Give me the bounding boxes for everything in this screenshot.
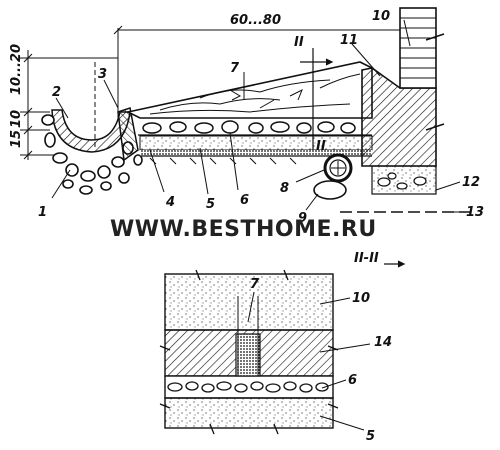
callout-6: 6 [240, 193, 249, 208]
cross-section: 10...20 10 15 60...80 [9, 7, 484, 226]
footing-pebbles [377, 172, 427, 190]
expansion-joint [235, 333, 261, 377]
left-dimensions [20, 50, 118, 160]
section-layer-5 [164, 397, 334, 429]
callout-leaders [51, 19, 464, 213]
callout-13: 13 [466, 205, 484, 220]
dim-10-label: 10 [9, 110, 24, 128]
joint-guides [237, 296, 259, 376]
compacted-base [140, 150, 372, 156]
section-view: II-II [159, 251, 406, 444]
callout-10: 10 [372, 9, 390, 24]
dim-10-20-label: 10...20 [9, 44, 24, 95]
callout-9: 9 [298, 211, 307, 226]
slab-grain [149, 73, 361, 115]
section-callout-6: 6 [348, 373, 357, 388]
pebble-layer [142, 120, 356, 134]
watermark: WWW.BESTHOME.RU [110, 217, 377, 242]
section-callout-14: 14 [374, 335, 392, 350]
section-layer-10 [164, 273, 334, 331]
callout-1: 1 [38, 205, 47, 220]
section-mark-top: II [294, 35, 304, 50]
sand-layer [139, 135, 373, 151]
drain-pipe [313, 153, 353, 200]
callout-5: 5 [206, 197, 215, 212]
callout-3: 3 [98, 67, 107, 82]
curb-stone [117, 107, 139, 162]
section-pebbles [167, 381, 329, 393]
callout-11: 11 [340, 33, 358, 48]
section-callout-7: 7 [250, 277, 260, 292]
dim-15-label: 15 [9, 130, 24, 148]
callout-2: 2 [52, 85, 61, 100]
callout-8: 8 [280, 181, 289, 196]
dim-width-label: 60...80 [230, 13, 281, 28]
callout-7: 7 [230, 61, 240, 76]
callout-12: 12 [462, 175, 480, 190]
section-mark-bottom: II [316, 139, 326, 154]
section-break-ticks [159, 269, 339, 435]
ground-hatch [149, 157, 297, 165]
callout-4: 4 [165, 195, 175, 210]
section-callout-5: 5 [366, 429, 375, 444]
break-marks [425, 33, 445, 131]
section-arrow [384, 260, 406, 268]
section-cut-marker [300, 48, 334, 150]
section-title: II-II [354, 251, 379, 266]
section-leaders [247, 291, 371, 431]
section-callout-10: 10 [352, 291, 370, 306]
